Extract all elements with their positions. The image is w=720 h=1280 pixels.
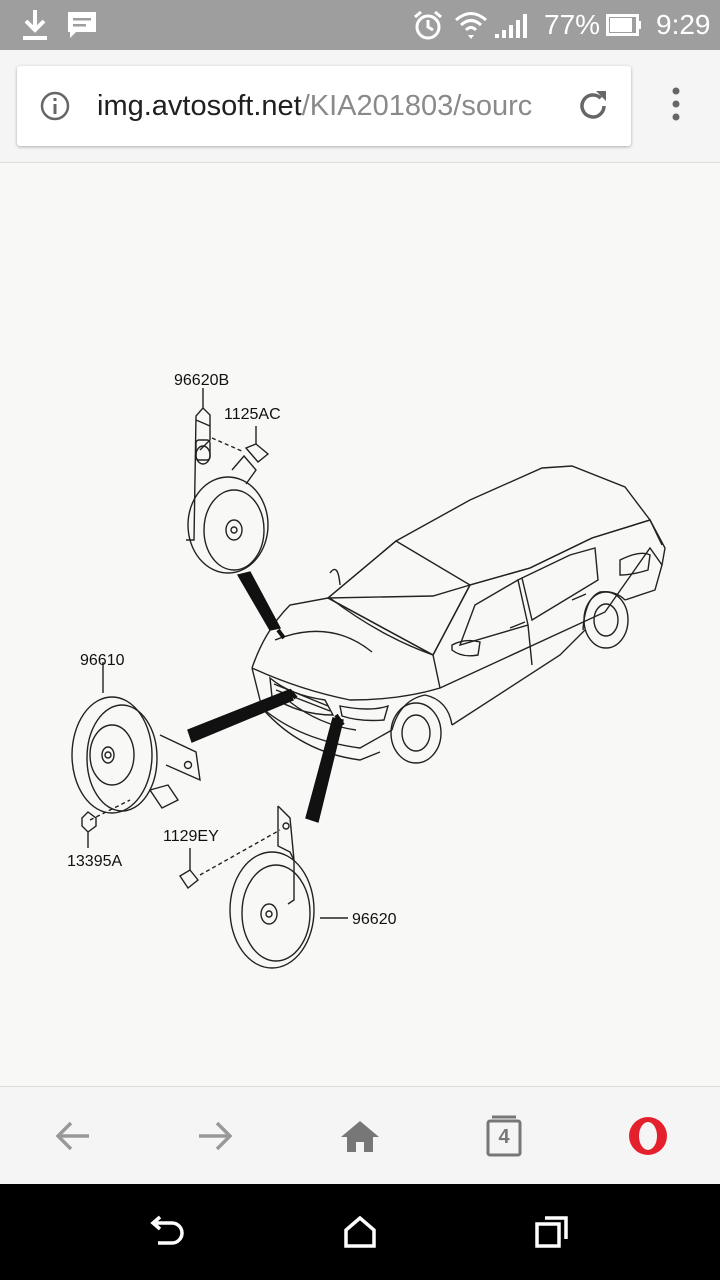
horn-low-illustration: [71, 662, 201, 848]
browser-bottom-bar: 4: [0, 1086, 720, 1185]
battery-icon: [606, 0, 642, 50]
wifi-icon: [454, 0, 488, 50]
browser-toolbar: img.avtosoft.net/KIA201803/sourc: [0, 50, 720, 163]
message-icon: [66, 0, 98, 50]
page-content: 96620B 1125AC 96610 13395A 1129EY 96620: [0, 163, 720, 1085]
horn-high-bracket-illustration: [186, 388, 270, 574]
label-1125AC: 1125AC: [224, 406, 281, 423]
battery-percent: 77%: [544, 9, 601, 40]
download-icon: [20, 0, 50, 50]
label-13395A: 13395A: [67, 853, 122, 870]
nav-back-icon[interactable]: [116, 1184, 216, 1280]
parts-diagram: 96620B 1125AC 96610 13395A 1129EY 96620: [67, 372, 666, 969]
label-96610: 96610: [80, 652, 125, 669]
alarm-icon: [412, 0, 444, 50]
info-icon[interactable]: [39, 90, 71, 127]
url-text[interactable]: img.avtosoft.net/KIA201803/sourc: [97, 66, 569, 146]
tab-count: 4: [498, 1126, 510, 1148]
forward-arrow-icon[interactable]: [170, 1087, 260, 1185]
nav-recents-icon[interactable]: [502, 1184, 602, 1280]
address-bar[interactable]: img.avtosoft.net/KIA201803/sourc: [17, 66, 631, 146]
url-path: /KIA201803/sourc: [301, 90, 533, 122]
label-96620: 96620: [352, 911, 397, 928]
back-arrow-icon[interactable]: [28, 1087, 118, 1185]
status-bar: 77% 9:29: [0, 0, 720, 50]
tabs-icon[interactable]: 4: [459, 1087, 549, 1185]
menu-icon[interactable]: [664, 86, 688, 131]
horn-high-illustration: [179, 805, 348, 969]
url-domain: img.avtosoft.net: [97, 90, 302, 122]
car-illustration: [251, 465, 666, 764]
reload-icon[interactable]: [573, 86, 613, 131]
android-nav-bar: [0, 1184, 720, 1280]
opera-icon[interactable]: [603, 1087, 693, 1185]
home-icon[interactable]: [315, 1087, 405, 1185]
signal-icon: [494, 0, 534, 50]
label-1129EY: 1129EY: [163, 828, 219, 845]
label-96620B: 96620B: [174, 372, 229, 389]
clock: 9:29: [656, 9, 711, 40]
nav-home-icon[interactable]: [310, 1184, 410, 1280]
